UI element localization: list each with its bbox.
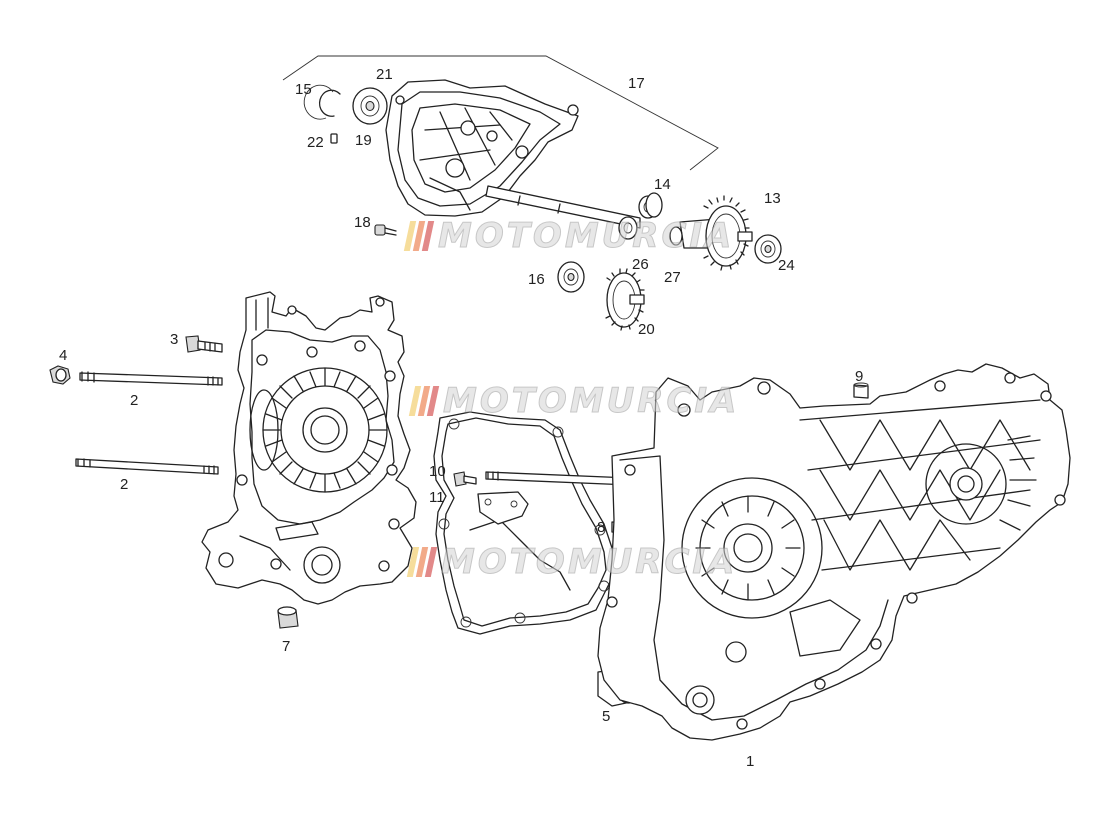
callout-7: 7 [282, 638, 291, 655]
callout-11: 11 [429, 489, 445, 506]
callout-27: 27 [664, 269, 681, 286]
dowel-9 [853, 382, 869, 399]
callout-13: 13 [764, 190, 781, 207]
ring-27 [669, 226, 683, 246]
nut-4 [49, 365, 71, 385]
callout-21: 21 [376, 66, 393, 83]
callout-4: 4 [59, 347, 68, 364]
callout-10: 10 [429, 463, 446, 480]
long-bolt-lower [75, 458, 219, 475]
callout-9: 9 [855, 368, 864, 385]
callout-26: 26 [632, 256, 649, 273]
callout-2-lower: 2 [120, 476, 129, 493]
callout-17: 17 [628, 75, 645, 92]
bearing-16 [557, 261, 585, 293]
bearing-24 [754, 234, 782, 264]
transmission-cover [385, 79, 579, 217]
pin-22 [330, 133, 338, 144]
gear-13 [679, 195, 753, 271]
bearing-19 [352, 87, 388, 125]
screw-3 [185, 335, 223, 353]
washer-26 [618, 216, 638, 240]
callout-16: 16 [528, 271, 545, 288]
left-crankcase-half [201, 291, 417, 605]
long-bolt-upper [79, 371, 223, 386]
bearing-14 [645, 192, 663, 218]
callout-8: 8 [597, 519, 606, 536]
callout-3: 3 [170, 331, 179, 348]
plate-11 [477, 491, 529, 525]
plug-7 [277, 606, 299, 629]
stud-bolt-long [485, 471, 631, 486]
screw-10 [453, 471, 477, 487]
callout-14: 14 [654, 176, 671, 193]
screw-18 [374, 224, 397, 236]
group-17-bracket [282, 55, 719, 171]
callout-19: 19 [355, 132, 372, 149]
callout-22: 22 [307, 134, 324, 151]
crankcase-gasket [433, 411, 617, 635]
callout-20: 20 [638, 321, 655, 338]
callout-1: 1 [746, 753, 755, 770]
circlip-15 [303, 84, 341, 120]
callout-24: 24 [778, 257, 795, 274]
callout-15: 15 [295, 81, 312, 98]
gear-20 [605, 268, 645, 331]
callout-18: 18 [354, 214, 371, 231]
callout-5: 5 [602, 708, 611, 725]
callout-2-upper: 2 [130, 392, 139, 409]
right-crankcase-half [597, 363, 1071, 741]
